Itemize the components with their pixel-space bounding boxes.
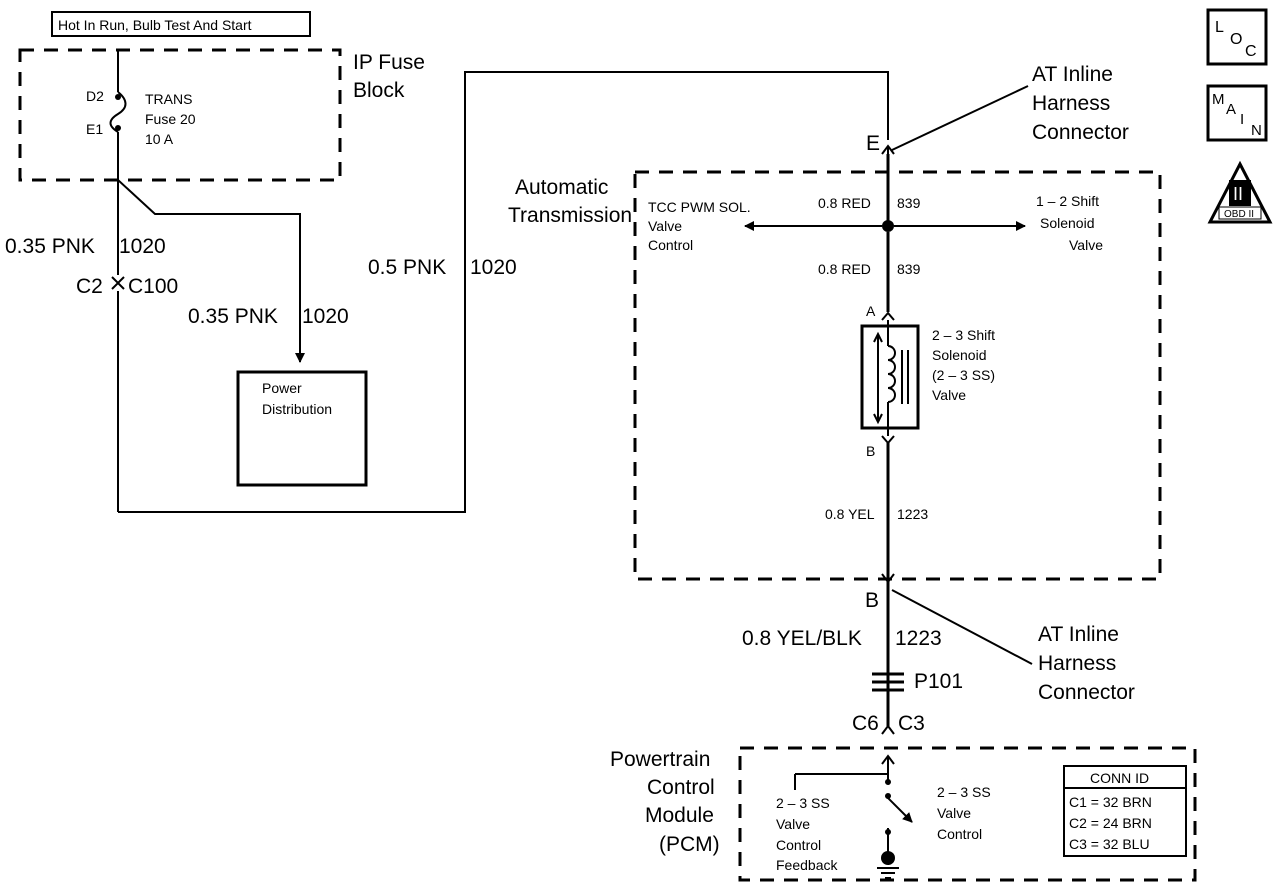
- pin-d2-label: D2: [86, 88, 104, 104]
- pcm-control-label-2: Valve: [937, 805, 971, 821]
- connector-bottom-label-2: Harness: [1038, 652, 1116, 675]
- obd-ii-icon[interactable]: II OBD II: [1207, 160, 1273, 224]
- conn-id-row-1: C1 = 32 BRN: [1069, 794, 1152, 810]
- pcm-boundary: [738, 746, 1197, 882]
- solenoid-label-4: Valve: [932, 387, 966, 403]
- pcm-feedback-label-3: Control: [776, 837, 821, 853]
- fuse-rating-label: 10 A: [145, 131, 174, 147]
- svg-text:C: C: [1245, 43, 1257, 60]
- power-distribution-label-2: Distribution: [262, 401, 332, 417]
- lower-wire-circuit: 1223: [895, 627, 942, 650]
- pcm-feedback-label-1: 2 – 3 SS: [776, 795, 830, 811]
- conn-id-title: CONN ID: [1090, 770, 1149, 786]
- connector-bottom-label-3: Connector: [1038, 681, 1135, 704]
- connector-c2-c100-symbol: [111, 276, 125, 290]
- wire-top-size: 0.8 RED: [818, 195, 871, 211]
- svg-text:M: M: [1212, 91, 1225, 108]
- tcc-label-1: TCC PWM SOL.: [648, 199, 751, 215]
- ip-fuse-block-boundary: [18, 48, 342, 182]
- conn-id-row-3: C3 = 32 BLU: [1069, 836, 1150, 852]
- splice-p101-symbol: [872, 672, 904, 692]
- power-condition-text: Hot In Run, Bulb Test And Start: [58, 17, 252, 33]
- splice-p101-label: P101: [914, 670, 963, 693]
- main-icon[interactable]: M A I N: [1206, 84, 1268, 142]
- power-condition-label: Hot In Run, Bulb Test And Start: [51, 11, 311, 37]
- conn-id-row-2: C2 = 24 BRN: [1069, 815, 1152, 831]
- solenoid-label-3: (2 – 3 SS): [932, 367, 995, 383]
- connector-c3-label: C3: [898, 712, 925, 735]
- svg-text:N: N: [1251, 122, 1262, 139]
- lower-wire-size: 0.8 YEL/BLK: [742, 627, 862, 650]
- svg-text:I: I: [1240, 111, 1244, 128]
- wire-a-size: 0.35 PNK: [5, 235, 95, 258]
- wire-b-size: 0.35 PNK: [188, 305, 278, 328]
- solenoid-label-2: Solenoid: [932, 347, 987, 363]
- pcm-title-3: Module: [645, 804, 714, 827]
- connector-top-label-3: Connector: [1032, 121, 1129, 144]
- ground-node: [881, 851, 895, 865]
- ground-symbol: [877, 867, 899, 879]
- wire-c-size: 0.5 PNK: [368, 256, 446, 279]
- wire-low-size: 0.8 YEL: [825, 506, 875, 522]
- automatic-transmission-boundary: [633, 170, 1162, 581]
- shift12-label-2: Solenoid: [1040, 215, 1095, 231]
- pcm-title-1: Powertrain: [610, 748, 710, 771]
- tcc-label-2: Valve: [648, 218, 682, 234]
- connector-c6-c3-symbol: [881, 724, 895, 735]
- svg-text:L: L: [1215, 19, 1224, 36]
- solenoid-label-1: 2 – 3 Shift: [932, 327, 995, 343]
- wire-c-circuit: 1020: [470, 256, 517, 279]
- pcm-feedback-label-2: Valve: [776, 816, 810, 832]
- pcm-control-label-1: 2 – 3 SS: [937, 784, 991, 800]
- connector-top-label-1: AT Inline: [1032, 63, 1113, 86]
- transmission-title-1: Automatic: [515, 176, 608, 199]
- pin-e1-label: E1: [86, 121, 103, 137]
- pcm-control-label-3: Control: [937, 826, 982, 842]
- solenoid-pin-b: B: [866, 443, 875, 459]
- connector-b-pin: B: [865, 589, 879, 612]
- svg-text:O: O: [1230, 31, 1242, 48]
- pcm-title-2: Control: [647, 776, 715, 799]
- tcc-label-3: Control: [648, 237, 693, 253]
- loc-icon[interactable]: L O C: [1206, 8, 1268, 66]
- connector-c100-label: C100: [128, 275, 178, 298]
- solenoid-coil-symbol: [887, 345, 896, 403]
- fuse-name-label: TRANS: [145, 91, 192, 107]
- fuse-number-label: Fuse 20: [145, 111, 196, 127]
- pcm-feedback-label-4: Feedback: [776, 857, 838, 873]
- wire-low-circuit: 1223: [897, 506, 928, 522]
- connector-bottom-label-1: AT Inline: [1038, 623, 1119, 646]
- wire-a-circuit: 1020: [119, 235, 166, 258]
- shift12-label-3: Valve: [1069, 237, 1103, 253]
- connector-top-label-2: Harness: [1032, 92, 1110, 115]
- conn-id-table: CONN ID C1 = 32 BRN C2 = 24 BRN C3 = 32 …: [1063, 765, 1187, 857]
- svg-text:A: A: [1226, 101, 1236, 118]
- splice-node: [882, 220, 894, 232]
- connector-c2-label: C2: [76, 275, 103, 298]
- power-distribution-box: [236, 370, 368, 487]
- connector-c6-label: C6: [852, 712, 879, 735]
- wire-mid-size: 0.8 RED: [818, 261, 871, 277]
- power-distribution-label-1: Power: [262, 380, 302, 396]
- fuse-symbol: [109, 91, 127, 133]
- ip-fuse-block-title-2: Block: [353, 79, 405, 102]
- svg-text:OBD II: OBD II: [1224, 209, 1254, 220]
- svg-text:II: II: [1233, 184, 1243, 204]
- pcm-title-4: (PCM): [659, 833, 720, 856]
- shift12-label-1: 1 – 2 Shift: [1036, 193, 1099, 209]
- wire-b-circuit: 1020: [302, 305, 349, 328]
- transmission-title-2: Transmission: [508, 204, 632, 227]
- wire-top-circuit: 839: [897, 195, 921, 211]
- pcm-switch: [885, 795, 913, 823]
- ip-fuse-block-title-1: IP Fuse: [353, 51, 425, 74]
- shift-solenoid-23-box: [860, 324, 920, 430]
- wire-mid-circuit: 839: [897, 261, 921, 277]
- solenoid-pin-a: A: [866, 303, 876, 319]
- connector-e-pin: E: [866, 132, 880, 155]
